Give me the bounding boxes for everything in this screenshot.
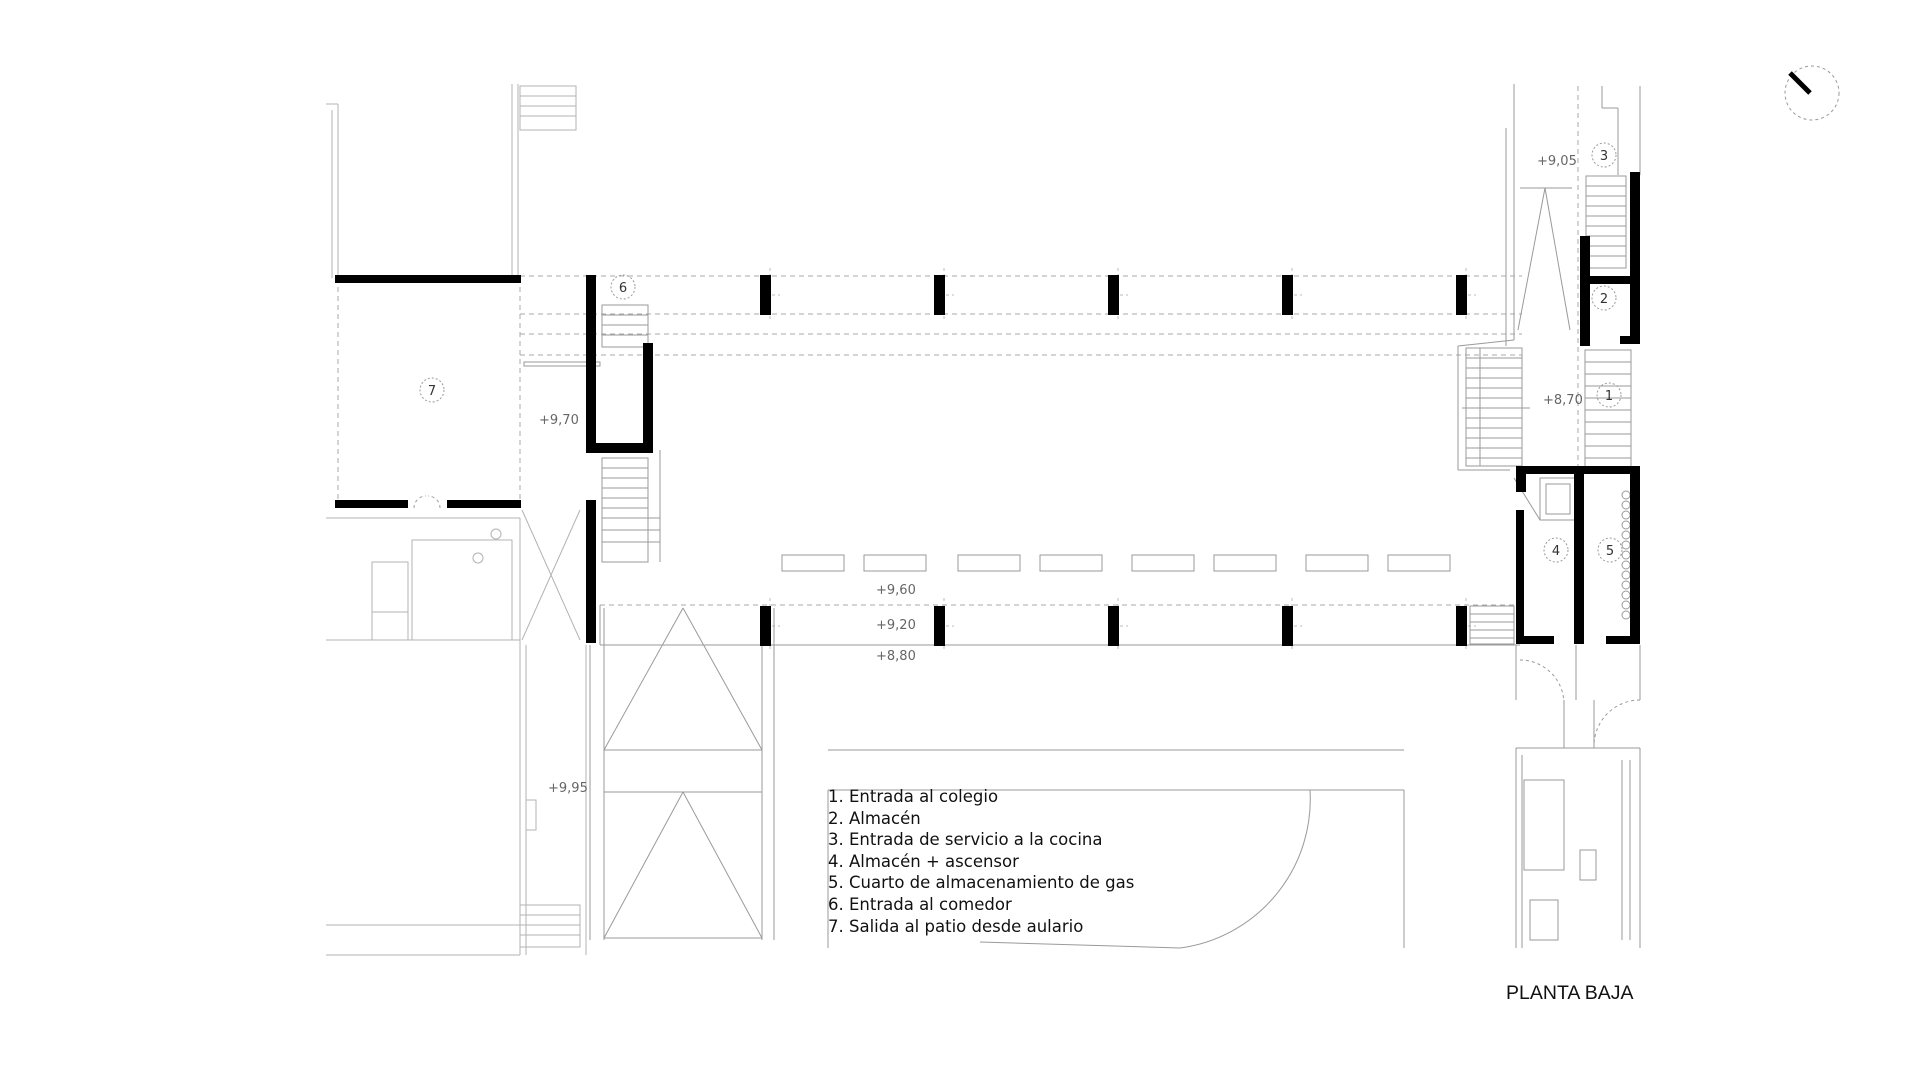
room-number-2: 2 — [1600, 292, 1608, 307]
stairs — [523, 175, 1632, 645]
level-labels: +9,05 +8,70 +9,70 +9,60 +9,20 +8,80 +9,9… — [539, 154, 1583, 796]
level-label-8-80: +8,80 — [876, 649, 916, 664]
level-label-9-20: +9,20 — [876, 618, 916, 633]
north-arrow-icon — [1784, 65, 1840, 121]
room-number-6: 6 — [619, 281, 627, 296]
courtyard — [589, 607, 1405, 949]
legend-item-7: 7. Salida al patio desde aulario — [828, 916, 1084, 936]
level-label-8-70: +8,70 — [1543, 393, 1583, 408]
level-label-9-05: +9,05 — [1537, 154, 1577, 169]
level-label-9-95: +9,95 — [548, 781, 588, 796]
walls — [335, 172, 1640, 646]
legend-item-5: 5. Cuarto de almacenamiento de gas — [828, 873, 1135, 893]
plan-title: PLANTA BAJA — [1506, 982, 1634, 1004]
doors — [413, 495, 1641, 747]
level-label-9-70: +9,70 — [539, 413, 579, 428]
legend: 1. Entrada al colegio 2. Almacén 3. Entr… — [828, 786, 1134, 937]
legend-item-2: 2. Almacén — [828, 808, 921, 828]
room-numbers: 1 2 3 4 5 6 7 — [428, 149, 1614, 559]
legend-item-3: 3. Entrada de servicio a la cocina — [828, 830, 1103, 850]
room-markers — [419, 142, 1623, 563]
context-buildings — [326, 84, 587, 956]
benches — [781, 554, 1451, 572]
room-number-5: 5 — [1606, 544, 1614, 559]
legend-item-4: 4. Almacén + ascensor — [828, 851, 1019, 871]
column-axes — [760, 268, 1476, 652]
legend-item-6: 6. Entrada al comedor — [828, 894, 1012, 914]
room-number-3: 3 — [1600, 149, 1608, 164]
legend-item-1: 1. Entrada al colegio — [828, 787, 999, 806]
room-number-7: 7 — [428, 384, 436, 399]
room-number-1: 1 — [1605, 389, 1613, 404]
interior-lines — [599, 84, 1641, 948]
room-number-4: 4 — [1552, 544, 1560, 559]
level-label-9-60: +9,60 — [876, 583, 916, 598]
